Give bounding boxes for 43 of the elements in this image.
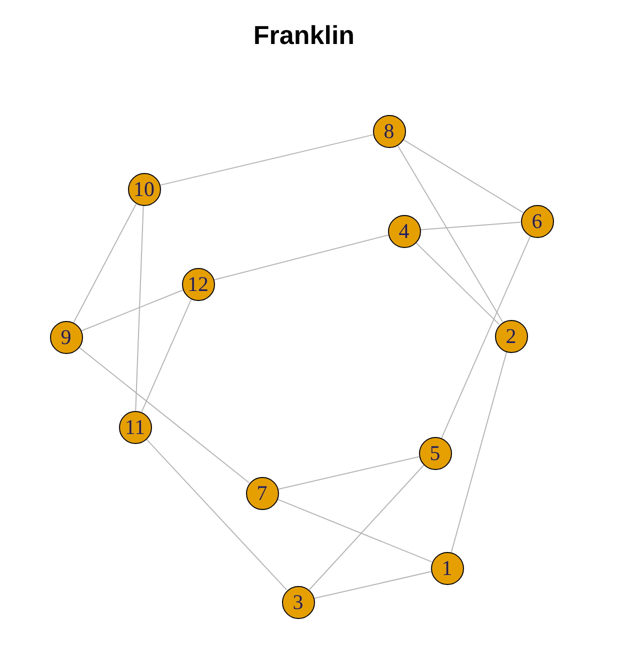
- vertex-number: 11: [124, 416, 146, 438]
- vertex-circle: [494, 320, 528, 352]
- edge-line: [314, 571, 432, 599]
- vertex-number: 2: [506, 326, 516, 346]
- edge-line: [135, 205, 144, 411]
- vertex-number: 12: [188, 274, 208, 294]
- vertex-circle: [128, 172, 160, 206]
- edge-line: [160, 134, 374, 186]
- edge-line: [278, 456, 420, 490]
- vertex-number: 6: [532, 210, 542, 232]
- vertex-circle: [418, 436, 452, 470]
- edge-line: [396, 144, 504, 322]
- edge-line: [213, 234, 389, 280]
- vertex-number: 3: [292, 592, 304, 612]
- vertex-number: 5: [430, 442, 440, 464]
- edge-line: [308, 464, 424, 590]
- vertex-circle: [430, 552, 464, 584]
- vertex-number: 8: [384, 120, 394, 142]
- vertex-circle: [118, 410, 152, 444]
- vertex-circle: [520, 204, 554, 238]
- edge-line: [141, 298, 192, 412]
- vertex-circle: [372, 114, 406, 148]
- vertex-circle: [182, 268, 214, 300]
- edge-line: [146, 438, 288, 590]
- edge-line: [78, 346, 250, 484]
- edge-line: [420, 222, 522, 230]
- vertex-number: 1: [442, 558, 452, 578]
- edge-line: [80, 290, 184, 332]
- vertex-number: 9: [60, 326, 72, 348]
- edge-line: [415, 242, 500, 325]
- vertex-circle: [246, 476, 278, 510]
- vertex-number: 7: [256, 482, 268, 504]
- vertex-number: 4: [398, 220, 410, 242]
- vertex-number: 10: [134, 178, 154, 200]
- edge-line: [73, 203, 137, 323]
- edge-line: [402, 139, 524, 213]
- chart-title: Franklin: [252, 20, 356, 51]
- vertex-circle: [50, 320, 82, 354]
- vertex-circle: [388, 214, 420, 248]
- edge-line: [441, 236, 531, 438]
- edge-line: [450, 351, 508, 553]
- vertex-circle: [282, 586, 314, 618]
- edge-line: [276, 498, 432, 562]
